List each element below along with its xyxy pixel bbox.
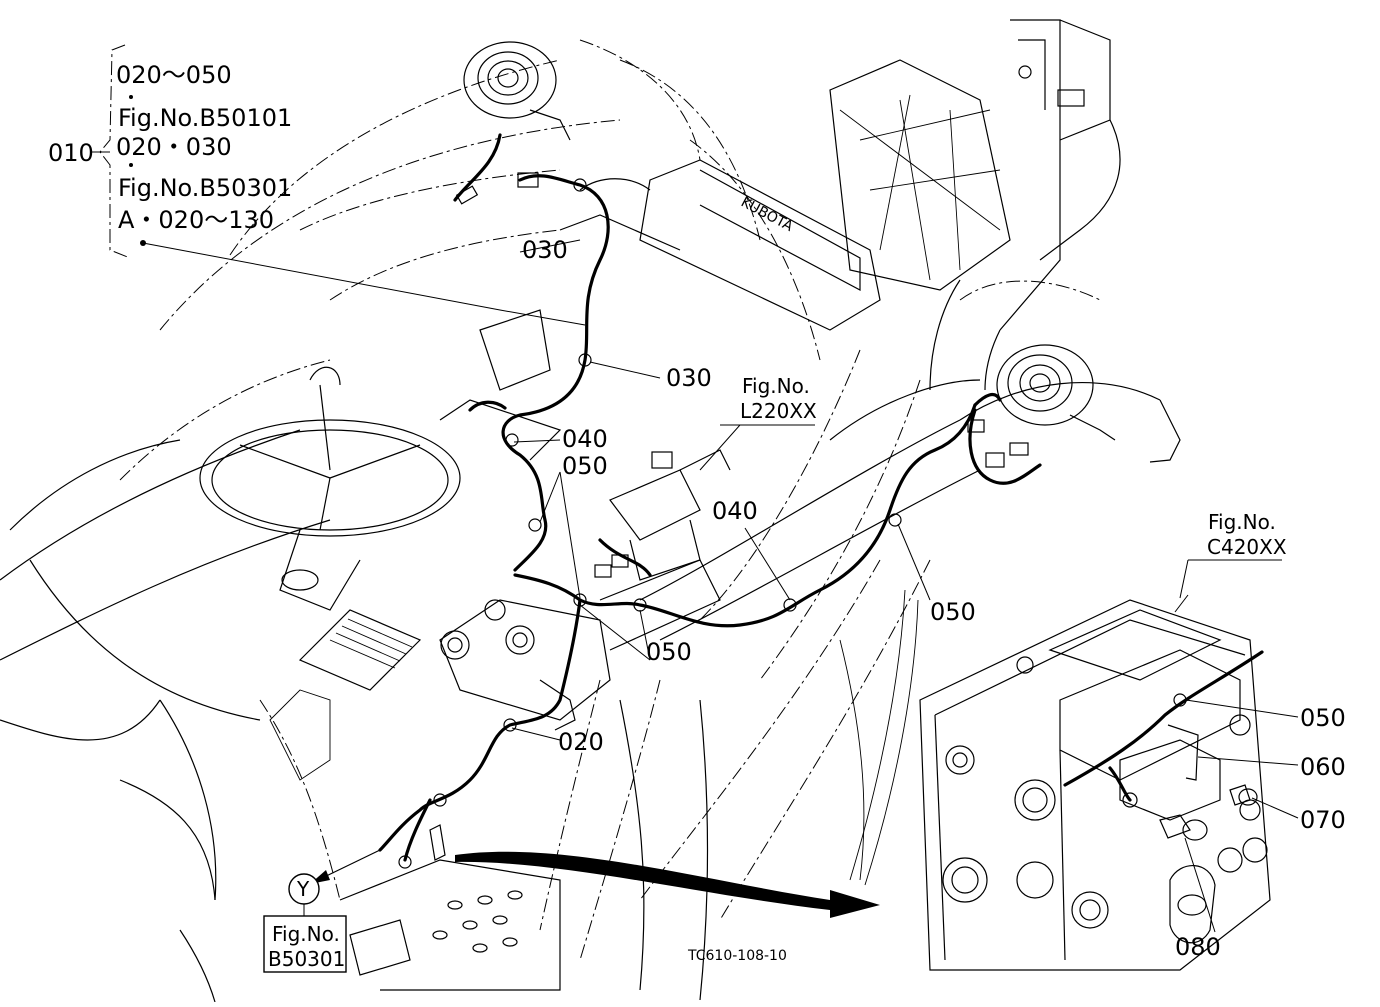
figref-c420-label: Fig.No. — [1208, 510, 1276, 534]
group-line-5: A・020～130 — [118, 206, 274, 234]
callout-070-inset: 070 — [1300, 806, 1346, 834]
callout-labels: 010 020～050 Fig.No.B50101 020・030 Fig.No… — [48, 61, 1346, 973]
figref-b50301-box — [263, 915, 347, 973]
transmission-detail-inset — [919, 594, 1299, 971]
drawing-code: TC610-108-10 — [687, 948, 787, 964]
figref-l220-label: Fig.No. — [742, 374, 810, 398]
figref-b50301-code: B50301 — [268, 947, 345, 971]
y-marker-label: Y — [296, 877, 310, 901]
group-callout-bracket — [92, 44, 133, 259]
figref-l220-code: L220XX — [740, 399, 817, 423]
callout-050-right: 050 — [930, 598, 976, 626]
leader-lines — [140, 239, 931, 741]
figref-c420-code: C420XX — [1207, 535, 1287, 559]
callout-010: 010 — [48, 139, 94, 167]
footstep-holes — [432, 890, 523, 953]
callout-080-inset: 080 — [1175, 933, 1221, 961]
callout-050-inset: 050 — [1300, 704, 1346, 732]
callout-050-center: 050 — [646, 638, 692, 666]
callout-040-left: 040 — [562, 425, 608, 453]
wiring-harness — [378, 133, 1042, 869]
callout-040-right: 040 — [712, 497, 758, 525]
right-work-lamp — [996, 344, 1116, 441]
tractor-line-art: KUBOTA — [0, 19, 1181, 1003]
group-line-4: Fig.No.B50301 — [118, 174, 292, 202]
callout-030-mid: 030 — [666, 364, 712, 392]
kubota-logo: KUBOTA — [738, 194, 796, 235]
callout-060-inset: 060 — [1300, 753, 1346, 781]
direction-arrows — [310, 849, 880, 918]
group-line-2: Fig.No.B50101 — [118, 104, 292, 132]
callout-050-left: 050 — [562, 452, 608, 480]
group-line-3: 020・030 — [116, 133, 232, 161]
group-line-1: 020～050 — [116, 61, 232, 89]
figref-b50301-label: Fig.No. — [272, 922, 340, 946]
callout-020: 020 — [558, 728, 604, 756]
callout-030-top: 030 — [522, 236, 568, 264]
left-work-lamp — [463, 41, 571, 141]
